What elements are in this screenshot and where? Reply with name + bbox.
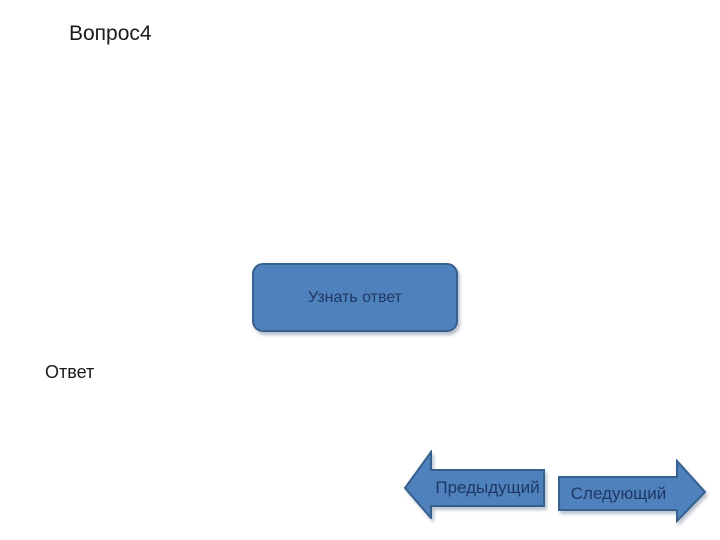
next-button-label: Следующий [570,483,667,503]
previous-button[interactable]: Предыдущий [403,450,546,519]
answer-label: Ответ [45,362,95,382]
next-button[interactable]: Следующий [558,459,707,523]
reveal-answer-button[interactable]: Узнать ответ [252,263,458,332]
left-arrow-icon [403,450,545,519]
previous-button-label: Предыдущий [435,478,540,497]
right-arrow-icon [558,459,707,523]
question-title: Вопрос4 [69,22,152,45]
